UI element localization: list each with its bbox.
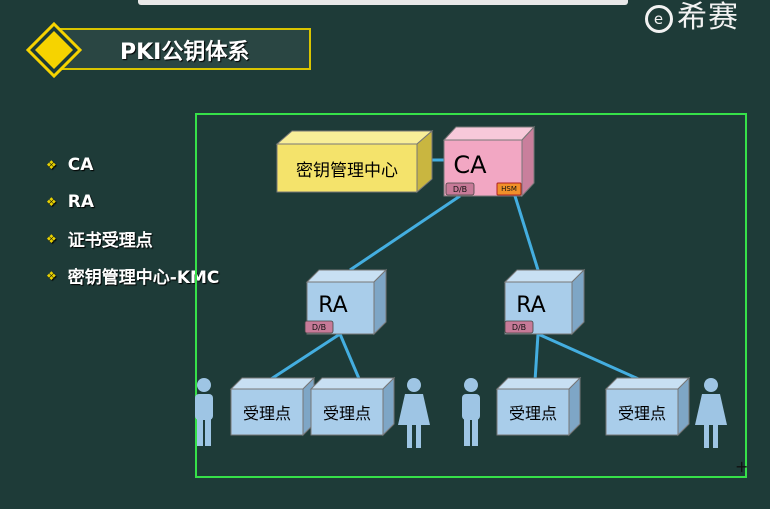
- diamond-icon: [25, 21, 83, 79]
- link-ra-left-point-2: [338, 333, 362, 382]
- brand-text: 希赛: [677, 0, 739, 35]
- list-item-label: CA: [67, 154, 94, 175]
- list-item: ❖ 密钥管理中心-KMC: [46, 257, 219, 294]
- link-ra-right-point-3: [533, 333, 540, 382]
- link-ra-right-point-4: [537, 332, 644, 383]
- ra-left-db-tag: D/B: [311, 323, 327, 332]
- point-cube-1: [229, 376, 316, 437]
- diagram-frame: [195, 113, 747, 478]
- ra-right-db-tag: D/B: [511, 323, 527, 332]
- diamond-bullet-icon: ❖: [46, 231, 57, 246]
- point-label: 受理点: [508, 404, 557, 423]
- ca-hsm-tag: HSM: [501, 185, 517, 193]
- link-ca-ra-left: [349, 194, 461, 272]
- ca-cube: [442, 125, 536, 198]
- e-ring-logo-icon: e: [645, 4, 673, 33]
- point-label: 受理点: [242, 404, 291, 423]
- kmc-cube: [275, 129, 434, 194]
- point-label: 受理点: [322, 404, 371, 423]
- point-cube-2: [309, 376, 396, 437]
- list-item-label: RA: [67, 191, 95, 212]
- kmc-label: 密钥管理中心: [296, 160, 398, 181]
- list-item-label: 密钥管理中心-KMC: [67, 268, 220, 288]
- point-cube-3: [495, 376, 582, 437]
- list-item: ❖ 证书受理点: [46, 220, 219, 257]
- ca-label: CA: [453, 151, 487, 179]
- title-banner: [58, 28, 311, 70]
- man-icon-right: [462, 378, 480, 446]
- crosshair-cursor-icon: +: [735, 457, 749, 476]
- page-title: PKI公钥体系: [120, 40, 250, 65]
- list-item: ❖ RA: [46, 183, 219, 220]
- point-label: 受理点: [617, 404, 666, 423]
- ca-db-tag: D/B: [452, 185, 468, 194]
- list-item: ❖ CA: [46, 146, 219, 183]
- ra-left-label: RA: [318, 292, 348, 318]
- point-cube-4: [604, 376, 691, 437]
- man-icon-left: [195, 378, 213, 446]
- ra-right-cube: [503, 268, 586, 336]
- link-ca-ra-right: [513, 195, 540, 271]
- ra-right-label: RA: [516, 292, 546, 318]
- woman-icon-right: [695, 378, 727, 448]
- diamond-bullet-icon: ❖: [46, 268, 57, 283]
- bullet-list: ❖ CA ❖ RA ❖ 证书受理点 ❖ 密钥管理中心-KMC: [46, 146, 219, 294]
- diamond-bullet-icon: ❖: [46, 157, 57, 172]
- diamond-bullet-icon: ❖: [46, 194, 57, 209]
- top-edge-bar: [138, 0, 628, 5]
- woman-icon-middle: [398, 378, 430, 448]
- ra-left-cube: [304, 268, 388, 336]
- list-item-label: 证书受理点: [67, 231, 153, 251]
- link-ra-left-point-1: [267, 332, 341, 383]
